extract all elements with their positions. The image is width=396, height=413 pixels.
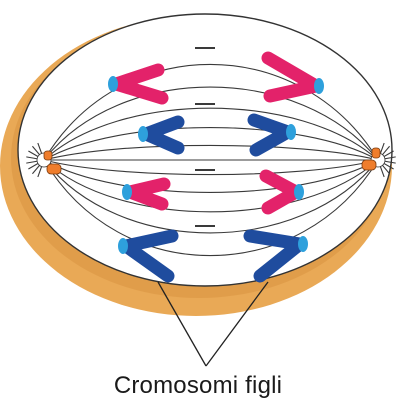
centromere (294, 184, 304, 200)
centromere (108, 76, 118, 92)
cytoplasm (18, 14, 392, 286)
centromere (118, 238, 128, 254)
centromere (138, 126, 148, 142)
centromere (122, 184, 132, 200)
centromere (298, 236, 308, 252)
centromere (314, 78, 324, 94)
centromere (286, 124, 296, 140)
caption-label: Cromosomi figli (0, 372, 396, 400)
